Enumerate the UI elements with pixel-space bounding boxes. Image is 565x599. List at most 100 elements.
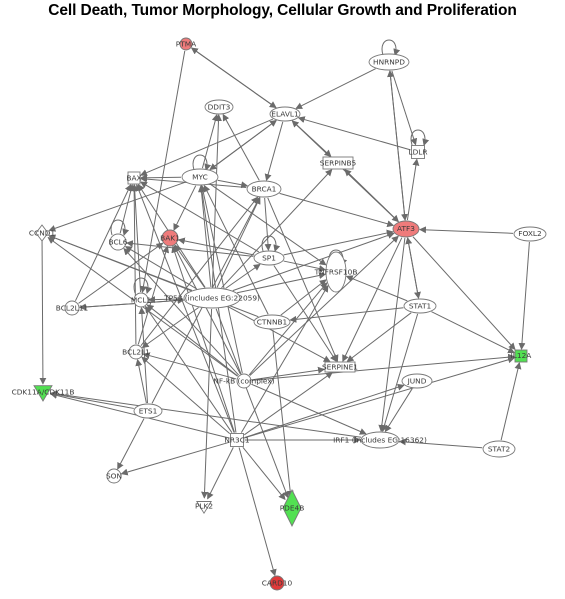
edge-bcl2l11-to-bak1 — [78, 242, 164, 304]
edge-tp53-to-pde4b — [215, 308, 290, 499]
node-bcl2l11[interactable]: BCL2L11 — [56, 300, 89, 316]
node-label-plk2: PLK2 — [195, 502, 213, 511]
node-plk2[interactable]: PLK2 — [195, 501, 213, 515]
node-shape-serpinb5 — [322, 156, 354, 170]
node-shape-stat1 — [403, 298, 437, 314]
node-label-nfkb: NF-kB (complex) — [213, 377, 274, 386]
node-serpine1[interactable]: SERPINE1 — [322, 361, 358, 373]
edge-ldlr-to-elavl1 — [297, 116, 411, 151]
node-jund[interactable]: JUND — [401, 373, 433, 389]
node-ldlr[interactable]: LDLR — [408, 145, 428, 159]
node-label-serpine1: SERPINE1 — [322, 363, 358, 372]
node-label-sp1: SP1 — [262, 254, 276, 263]
node-tnfrsf10b[interactable]: TNFRSF10B — [314, 251, 358, 293]
node-label-ccnd1: CCND1 — [29, 229, 56, 238]
edge-sp1-to-bak1 — [177, 237, 255, 256]
edge-atf3-to-ldlr — [406, 158, 420, 221]
node-label-bcl2l1: BCL2L1 — [122, 348, 150, 357]
edge-foxl2-to-atf3 — [418, 226, 514, 234]
node-atf3[interactable]: ATF3 — [392, 220, 420, 238]
edge-hnrnpd-to-ldlr — [391, 70, 418, 146]
edge-stat2-to-irf1 — [398, 438, 483, 449]
edge-nfkb-to-atf3 — [249, 235, 399, 376]
edge-nr3c1-to-myc — [198, 184, 237, 433]
edge-nr3c1-to-card10 — [238, 447, 277, 577]
node-foxl2[interactable]: FOXL2 — [513, 226, 547, 242]
node-shape-tp53 — [183, 287, 241, 309]
node-label-mcl1: MCL1 — [131, 296, 152, 305]
node-cdk11a[interactable]: CDK11A/CDK11B — [12, 385, 75, 402]
node-pde4b[interactable]: PDE4B — [280, 488, 305, 528]
node-bax[interactable]: BAX — [126, 171, 142, 185]
node-shape-ets1 — [133, 403, 163, 419]
edge-nr3c1-to-son — [120, 441, 230, 476]
node-stat1[interactable]: STAT1 — [403, 298, 437, 314]
node-son[interactable]: SON — [106, 468, 122, 484]
edge-ctnnb1-to-tnfrsf10b — [280, 279, 327, 316]
edge-atf3-to-irf1 — [378, 237, 406, 433]
edge-elavl1-to-bax — [140, 118, 274, 176]
node-card10[interactable]: CARD10 — [262, 575, 293, 591]
edge-sp1-to-atf3 — [283, 229, 394, 256]
edge-stat1-to-irf1 — [381, 313, 419, 433]
edge-nr3c1-to-il12a — [244, 356, 516, 439]
node-bcl6[interactable]: BCL6 — [109, 233, 128, 251]
edge-ets1-to-son — [117, 418, 145, 470]
edge-myc-to-elavl1 — [209, 119, 278, 170]
edge-tp53-to-plk2 — [201, 308, 213, 499]
node-bcl2l1[interactable]: BCL2L1 — [122, 344, 150, 360]
edge-myc-to-tnfrsf10b — [210, 183, 327, 266]
node-ccnd1[interactable]: CCND1 — [29, 224, 56, 242]
node-shape-stat2 — [482, 440, 516, 458]
edge-mcl1-to-bax — [131, 183, 142, 293]
edge-bcl2l1-to-brca1 — [140, 196, 259, 347]
node-shape-bax — [127, 171, 141, 185]
node-nfkb[interactable]: NF-kB (complex) — [213, 373, 275, 389]
node-shape-bcl2l11 — [64, 300, 80, 316]
node-label-hnrnpd: HNRNPD — [373, 58, 405, 67]
node-label-tp53: TP53 (includes EG:22059) — [163, 294, 260, 303]
node-ets1[interactable]: ETS1 — [133, 403, 163, 419]
edge-ets1-to-cdk11a — [50, 391, 134, 409]
edge-myc-to-ddit3 — [201, 113, 219, 169]
node-ddit3[interactable]: DDIT3 — [204, 99, 234, 115]
node-stat2[interactable]: STAT2 — [482, 440, 516, 458]
edge-tp53-to-sp1 — [225, 263, 261, 289]
edge-nfkb-to-irf1 — [251, 383, 367, 435]
node-shape-foxl2 — [513, 226, 547, 242]
node-label-card10: CARD10 — [262, 579, 293, 588]
node-il12a[interactable]: IL12A — [511, 349, 532, 363]
edge-stat1-to-serpine1 — [346, 312, 412, 362]
node-hnrnpd[interactable]: HNRNPD — [368, 53, 410, 71]
node-bak1[interactable]: BAK1 — [160, 229, 180, 247]
node-ptma[interactable]: PTMA — [176, 37, 196, 51]
edge-brca1-to-atf3 — [279, 192, 395, 228]
node-label-jund: JUND — [407, 377, 427, 386]
self-loop-mcl1 — [133, 277, 153, 294]
node-brca1[interactable]: BRCA1 — [246, 180, 282, 198]
node-shape-mcl1 — [133, 292, 149, 308]
node-label-bcl6: BCL6 — [109, 238, 128, 247]
node-label-stat2: STAT2 — [488, 445, 510, 454]
node-serpinb5[interactable]: SERPINB5 — [320, 156, 357, 170]
edge-tp53-to-serpine1 — [228, 306, 331, 362]
node-tp53[interactable]: TP53 (includes EG:22059) — [163, 287, 260, 309]
node-nr3c1[interactable]: NR3C1 — [224, 433, 250, 447]
edge-bcl2l1-to-bak1 — [137, 245, 170, 345]
node-irf1[interactable]: IRF1 (includes EG:16362) — [333, 431, 427, 449]
edge-ccnd1-to-cdk11a — [39, 240, 47, 385]
edge-tp53-to-serpinb5 — [221, 168, 333, 289]
node-label-atf3: ATF3 — [397, 224, 415, 233]
node-label-tnfrsf10b: TNFRSF10B — [314, 268, 358, 277]
self-loop-bcl6 — [110, 219, 130, 236]
edge-nfkb-to-mcl1 — [146, 304, 239, 377]
node-ctnnb1[interactable]: CTNNB1 — [253, 314, 291, 330]
edge-nfkb-to-tnfrsf10b — [248, 282, 328, 376]
node-myc[interactable]: MYC — [181, 168, 219, 186]
node-mcl1[interactable]: MCL1 — [131, 292, 152, 308]
edge-stat2-to-il12a — [500, 362, 522, 441]
self-loop-ldlr — [410, 129, 430, 146]
node-sp1[interactable]: SP1 — [253, 250, 285, 266]
node-elavl1[interactable]: ELAVL1 — [269, 106, 301, 122]
edge-hnrnpd-to-elavl1 — [295, 68, 376, 109]
